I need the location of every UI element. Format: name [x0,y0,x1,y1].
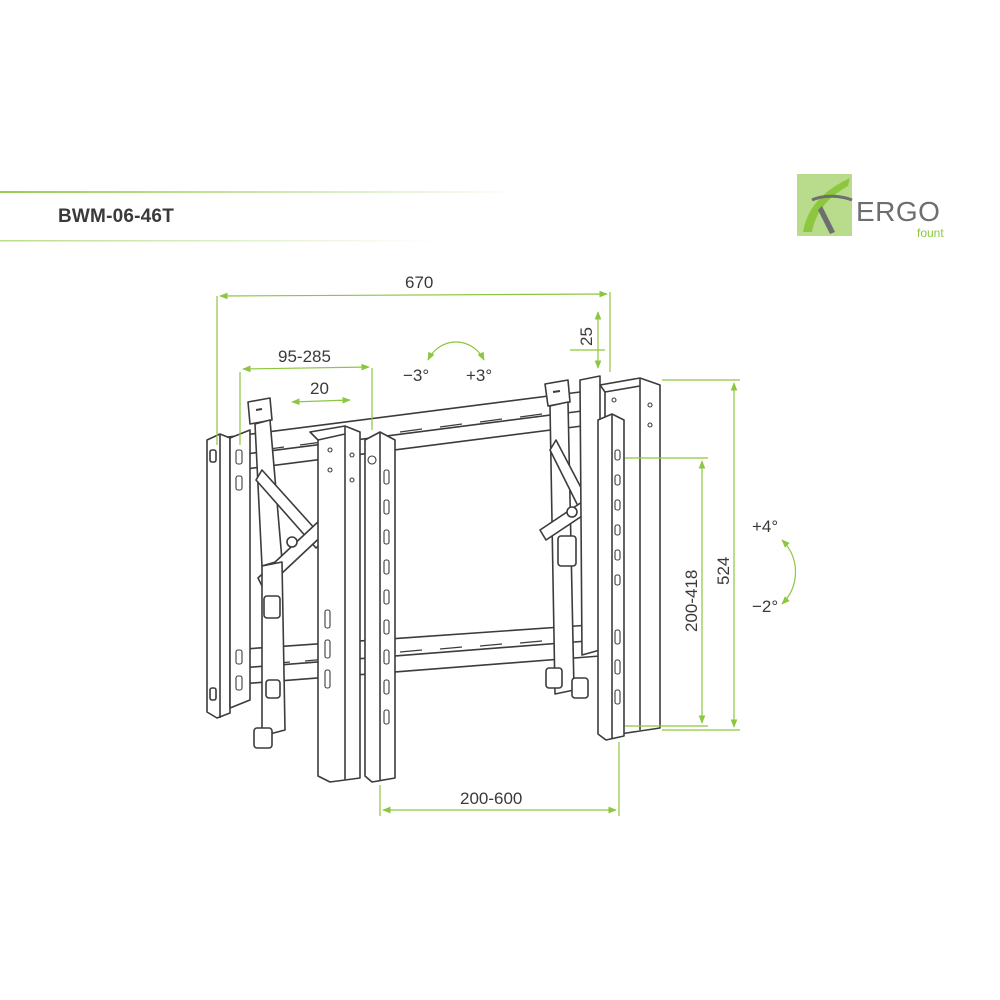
dim-vesa-vertical: 200-418 [682,570,701,632]
dim-depth: 25 [577,327,596,346]
dim-side-tilt-plus: +3° [466,366,492,385]
dimension-lines [216,290,796,816]
dim-tilt-plus: +4° [752,517,778,536]
model-title: BWM-06-46T [58,206,175,227]
dim-tilt-minus: −2° [752,597,778,616]
dim-side-tilt-minus: −3° [403,366,429,385]
dim-arm-shift: 20 [310,379,329,398]
logo-word: ERGO [856,196,941,227]
ergofount-logo-mark [797,174,853,236]
dim-vesa-horizontal: 200-600 [460,789,522,808]
dim-overall-width: 670 [405,273,433,292]
header-line-top [0,191,520,193]
dim-arm-range: 95-285 [278,347,331,366]
header-line-bottom [0,240,440,242]
mount-drawing [206,375,661,783]
logo-sub: fount [917,226,944,240]
dim-overall-height: 524 [714,557,733,585]
